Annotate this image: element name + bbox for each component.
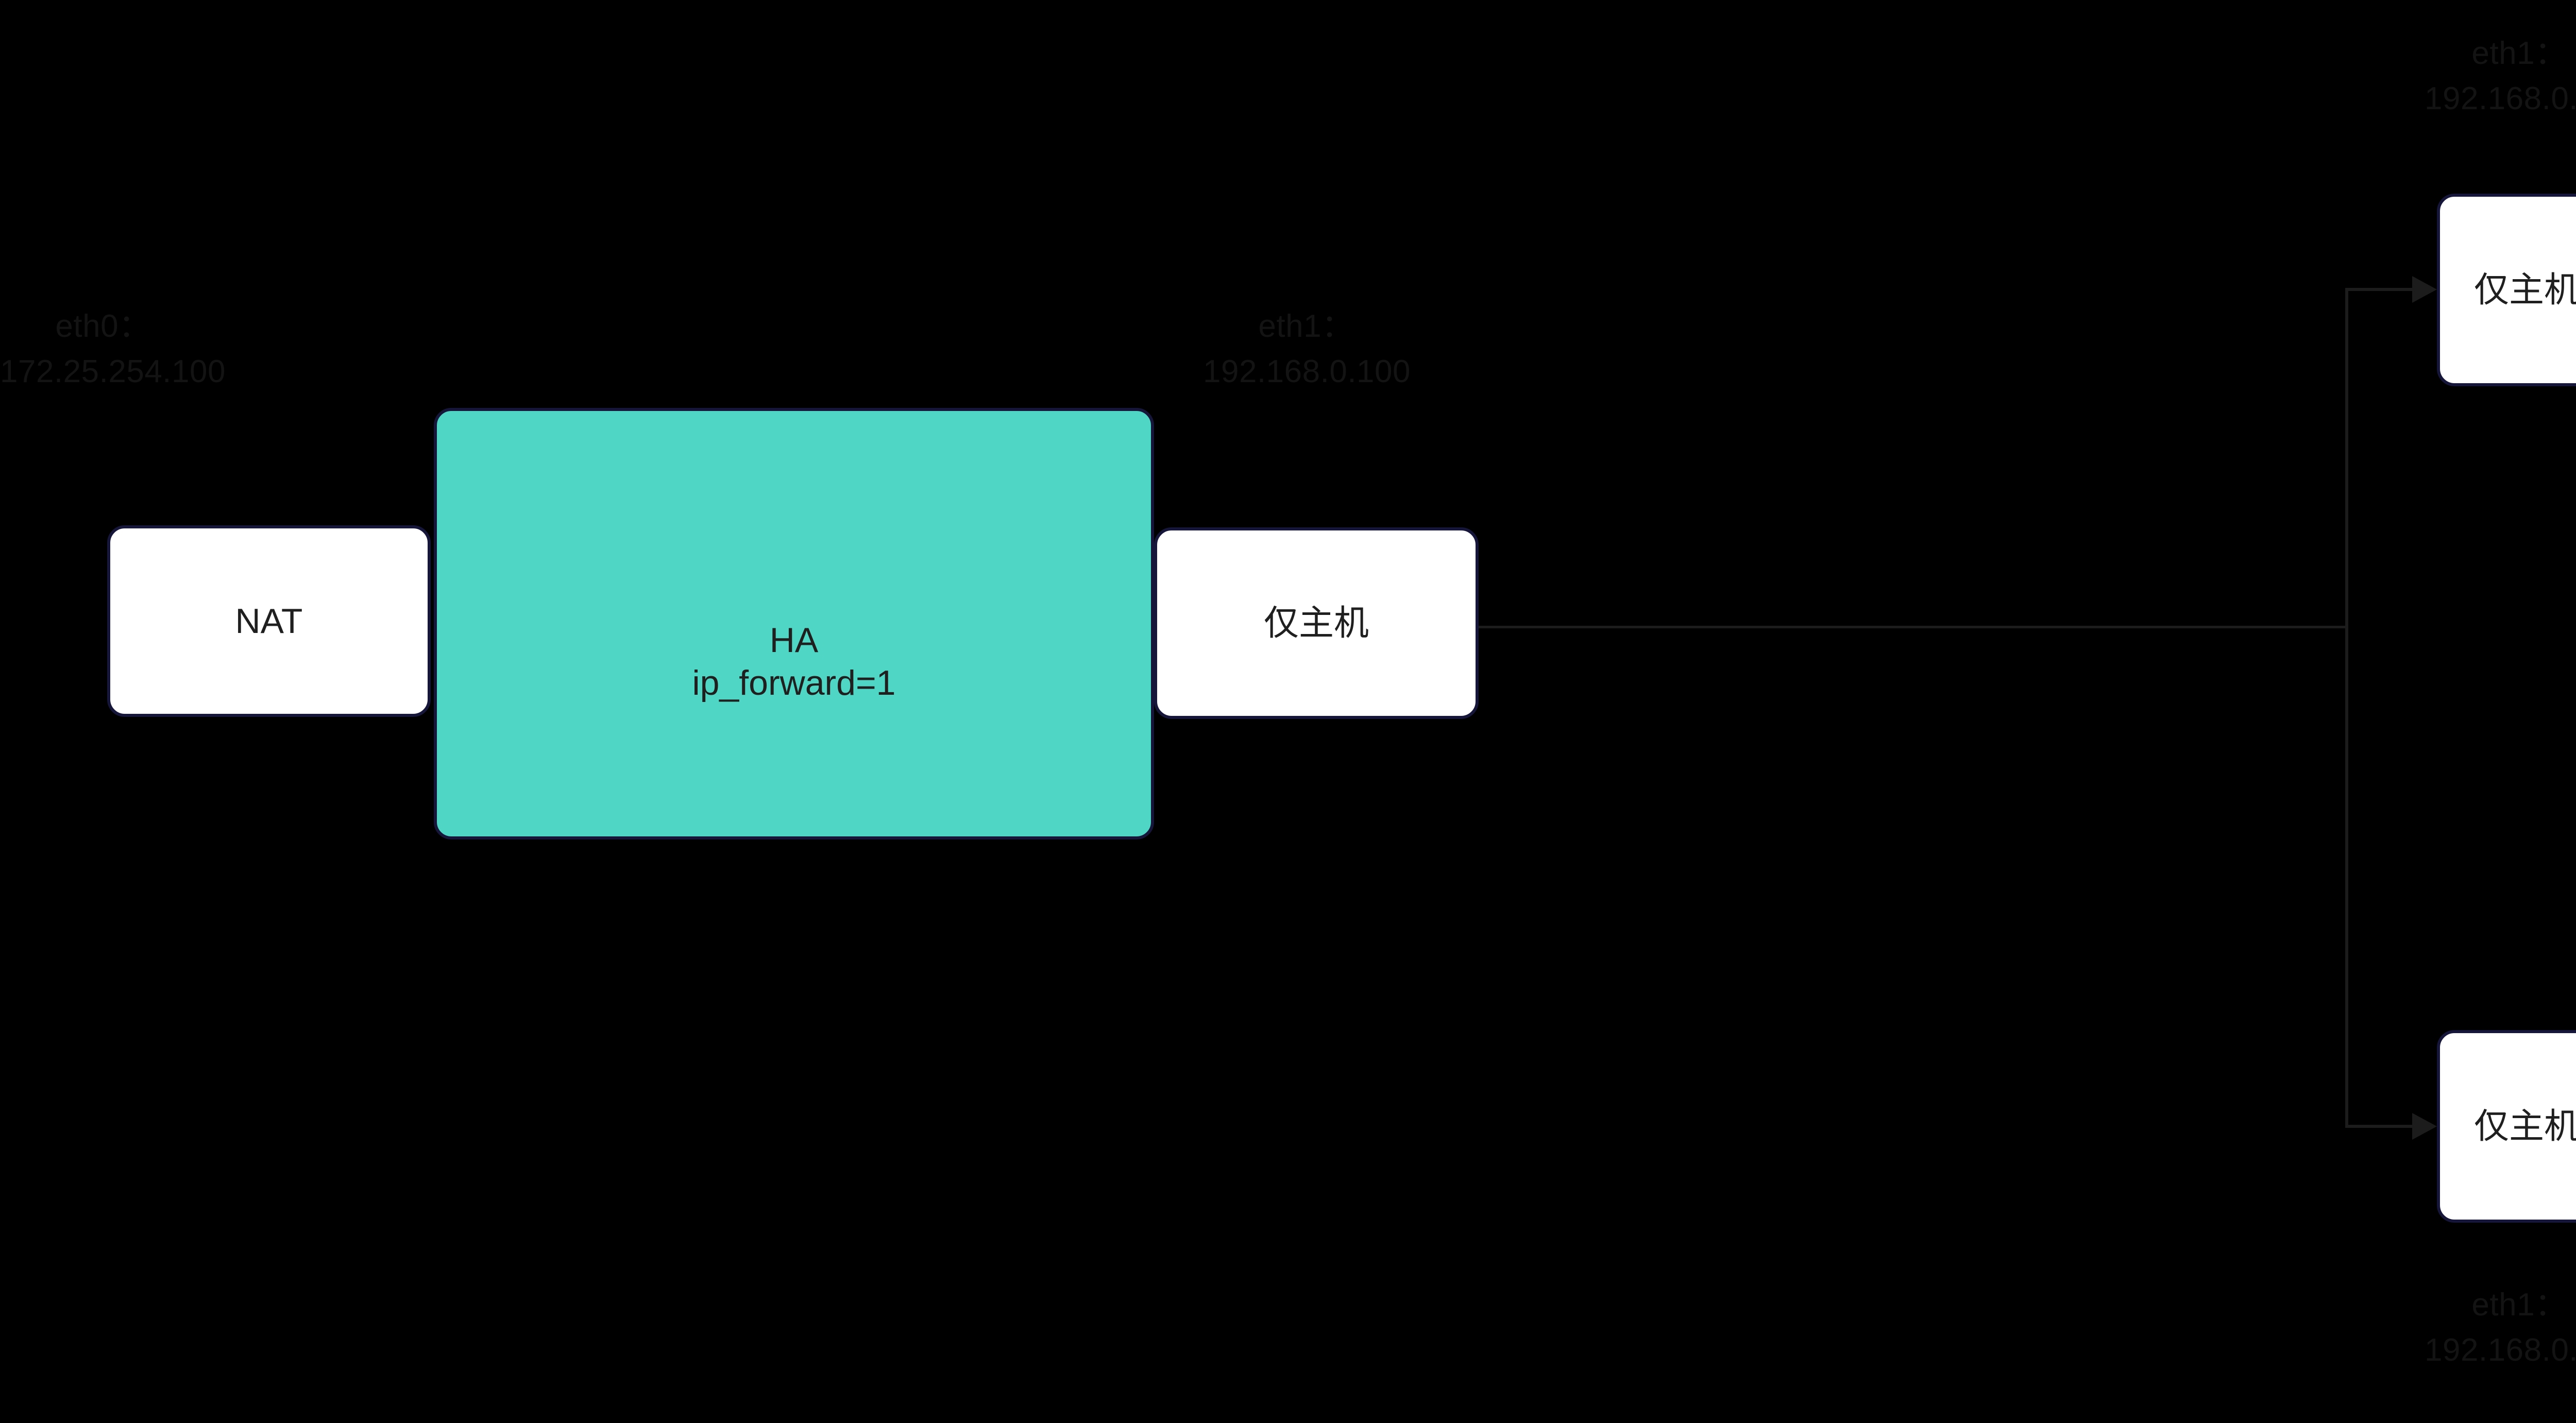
arrowhead-top-icon [2412,276,2437,303]
node-host-only-bottom[interactable]: 仅主机 [2437,1030,2576,1223]
node-nat-label: NAT [235,601,303,641]
node-host-only-center-label: 仅主机 [1263,603,1369,643]
node-ha-router-label: HA ip_forward=1 [692,621,896,702]
node-host-only-bottom-label: 仅主机 [2473,1106,2576,1146]
interface-label-eth1-router: eth1： 192.168.0.100 [1203,308,1411,390]
node-host-only-top-label: 仅主机 [2473,270,2576,310]
arrowhead-bottom-icon [2412,1113,2437,1140]
edge-branch-to-bottom [2345,1125,2412,1128]
interface-label-eth1-top: eth1： 192.168.0.10 [2424,36,2576,117]
node-nat[interactable]: NAT [107,525,431,717]
edge-center-to-junction [1478,626,2348,628]
edge-branch-to-top [2345,288,2412,291]
interface-label-eth0-router: eth0： 172.25.254.100 [0,308,226,390]
interface-label-eth1-bottom: eth1： 192.168.0.20 [2424,1287,2576,1368]
node-ha-router[interactable]: HA ip_forward=1 [434,408,1154,839]
node-host-only-top[interactable]: 仅主机 [2437,194,2576,386]
edge-junction-trunk [2345,288,2348,1128]
node-host-only-center[interactable]: 仅主机 [1154,527,1479,719]
